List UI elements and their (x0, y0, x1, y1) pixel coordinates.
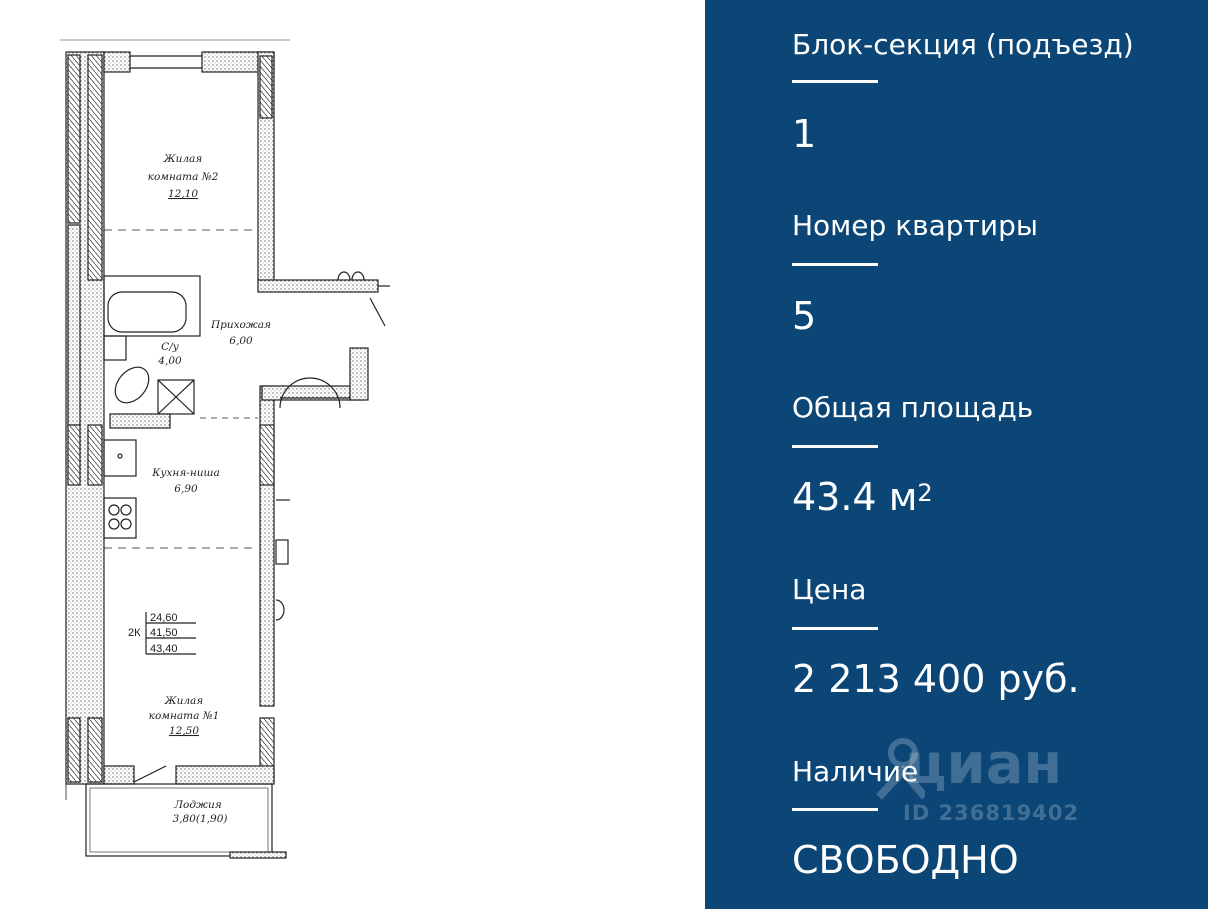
price-label: Цена (792, 573, 867, 606)
room-2-area: 12,10 (168, 188, 198, 200)
kitchen-name: Кухня-ниша (151, 467, 219, 479)
room-2-name2: комната №2 (148, 171, 219, 183)
price-divider (792, 627, 878, 630)
room-2-name: Жилая (163, 153, 203, 165)
room-1-area: 12,50 (169, 725, 199, 737)
legend-useful-area: 41,50 (150, 627, 178, 639)
bathroom-name: С/у (161, 341, 180, 353)
loggia-name: Лоджия (173, 799, 221, 811)
section-divider (792, 80, 878, 83)
apartment-number-divider (792, 263, 878, 266)
availability-divider (792, 808, 878, 811)
total-area-divider (792, 445, 878, 448)
section-label: Блок-секция (подъезд) (792, 28, 1134, 61)
legend-total-area: 43,40 (150, 643, 178, 655)
availability-value: СВОБОДНО (792, 838, 1019, 882)
hallway-area: 6,00 (229, 335, 253, 347)
apartment-number-value: 5 (792, 294, 817, 338)
room-1-name: Жилая (164, 695, 204, 707)
bathroom-area: 4,00 (157, 355, 182, 367)
total-area-value: 43.4 м2 (792, 475, 933, 519)
availability-label: Наличие (792, 755, 919, 788)
room-1-name2: комната №1 (149, 710, 220, 722)
watermark-id: ID 236819402 (903, 801, 1080, 825)
section-value: 1 (792, 112, 817, 156)
hallway-name: Прихожая (210, 319, 271, 331)
apartment-info-panel: Блок-секция (подъезд) 1 Номер квартиры 5… (705, 0, 1208, 909)
floor-plan: Жилая комната №2 12,10 Прихожая 6,00 С/у… (60, 39, 390, 859)
apartment-number-label: Номер квартиры (792, 209, 1038, 242)
watermark-brand: циан (905, 732, 1063, 797)
legend-living-area: 24,60 (150, 612, 178, 624)
total-area-label: Общая площадь (792, 391, 1034, 424)
floor-plan-drawing: Жилая комната №2 12,10 Прихожая 6,00 С/у… (60, 39, 390, 859)
price-value: 2 213 400 руб. (792, 657, 1080, 701)
loggia-area: 3,80(1,90) (173, 813, 228, 825)
kitchen-area: 6,90 (174, 483, 198, 495)
legend-type: 2К (128, 627, 141, 639)
